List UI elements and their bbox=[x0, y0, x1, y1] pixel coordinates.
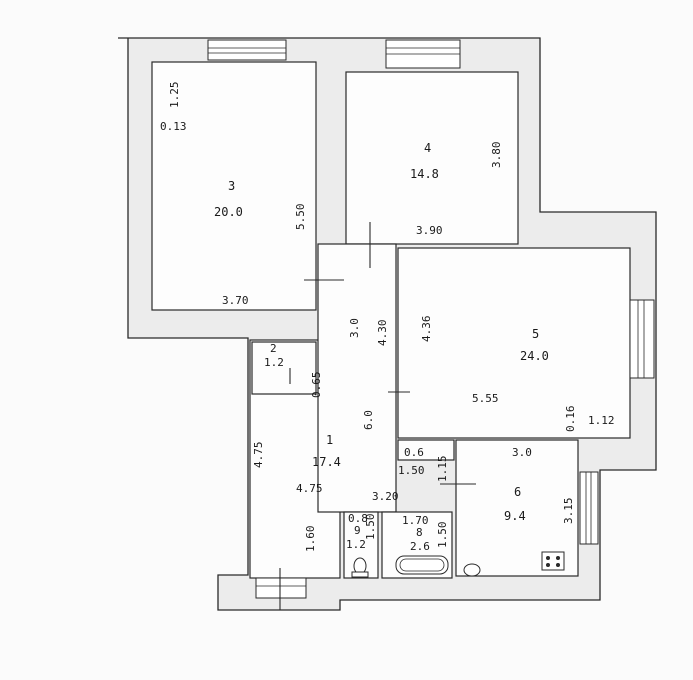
room-1-number: 1 bbox=[326, 433, 333, 447]
room-6-number: 6 bbox=[514, 485, 521, 499]
sink-icon bbox=[463, 563, 481, 577]
room-9-area: 1.2 bbox=[346, 538, 366, 551]
dim-corridor-length: 6.0 bbox=[362, 410, 375, 430]
stove-icon bbox=[541, 551, 565, 571]
window-room-5 bbox=[629, 299, 655, 379]
room-8-area: 2.6 bbox=[410, 540, 430, 553]
dim-room6-width: 3.0 bbox=[512, 446, 532, 459]
room-6-area: 9.4 bbox=[504, 509, 526, 523]
room-3-floor bbox=[151, 61, 317, 311]
dim-room3-length: 5.50 bbox=[294, 204, 307, 231]
dim-room4-length: 3.80 bbox=[490, 142, 503, 169]
room-2-area: 1.2 bbox=[264, 356, 284, 369]
room-4-number: 4 bbox=[424, 141, 431, 155]
dim-room2-wall: 0.65 bbox=[310, 372, 323, 399]
dim-room1-height: 4.75 bbox=[252, 442, 265, 469]
dim-room8-height: 1.50 bbox=[436, 522, 449, 549]
dim-room9-width: 0.8 bbox=[348, 512, 368, 525]
dim-room1-lower: 1.60 bbox=[304, 526, 317, 553]
dim-room3-window-offset: 1.25 bbox=[168, 82, 181, 109]
dim-room7-height: 1.15 bbox=[436, 456, 449, 483]
dim-room7-length: 1.50 bbox=[398, 464, 425, 477]
dim-room6-length: 3.15 bbox=[562, 498, 575, 525]
dim-room5-width: 5.55 bbox=[472, 392, 499, 405]
room-3-number: 3 bbox=[228, 179, 235, 193]
hall-floor bbox=[317, 243, 397, 513]
bathtub-icon bbox=[395, 555, 449, 575]
dim-room4-width: 3.90 bbox=[416, 224, 443, 237]
room-5-area: 24.0 bbox=[520, 349, 549, 363]
room-3-area: 20.0 bbox=[214, 205, 243, 219]
window-room-4 bbox=[385, 39, 461, 69]
dim-room5-window-offset: 1.12 bbox=[588, 414, 615, 427]
window-room-1 bbox=[255, 577, 307, 599]
dim-bath-block-width: 3.20 bbox=[372, 490, 399, 503]
dim-room9-height: 1.50 bbox=[364, 514, 377, 541]
window-room-6 bbox=[579, 471, 599, 545]
dim-room1-width: 4.75 bbox=[296, 482, 323, 495]
room-8-number: 8 bbox=[416, 526, 423, 539]
dim-room3-width: 3.70 bbox=[222, 294, 249, 307]
room-5-number: 5 bbox=[532, 327, 539, 341]
dim-room8-width: 1.70 bbox=[402, 514, 429, 527]
dim-room5-offset: 0.16 bbox=[564, 406, 577, 433]
toilet-icon bbox=[351, 557, 369, 578]
window-room-3 bbox=[207, 39, 287, 61]
room-9-number: 9 bbox=[354, 524, 361, 537]
dim-hall-length: 4.30 bbox=[376, 320, 389, 347]
dim-room7-width: 0.6 bbox=[404, 446, 424, 459]
room-4-floor bbox=[345, 71, 519, 245]
dim-room5-length: 4.36 bbox=[420, 316, 433, 343]
room-2-number: 2 bbox=[270, 342, 277, 355]
room-2-floor bbox=[251, 341, 317, 395]
room-5-floor bbox=[397, 247, 631, 439]
dim-hall-width: 3.0 bbox=[348, 318, 361, 338]
room-1-area: 17.4 bbox=[312, 455, 341, 469]
room-7-floor bbox=[397, 439, 455, 461]
dim-room3-wall: 0.13 bbox=[160, 120, 187, 133]
room-4-area: 14.8 bbox=[410, 167, 439, 181]
